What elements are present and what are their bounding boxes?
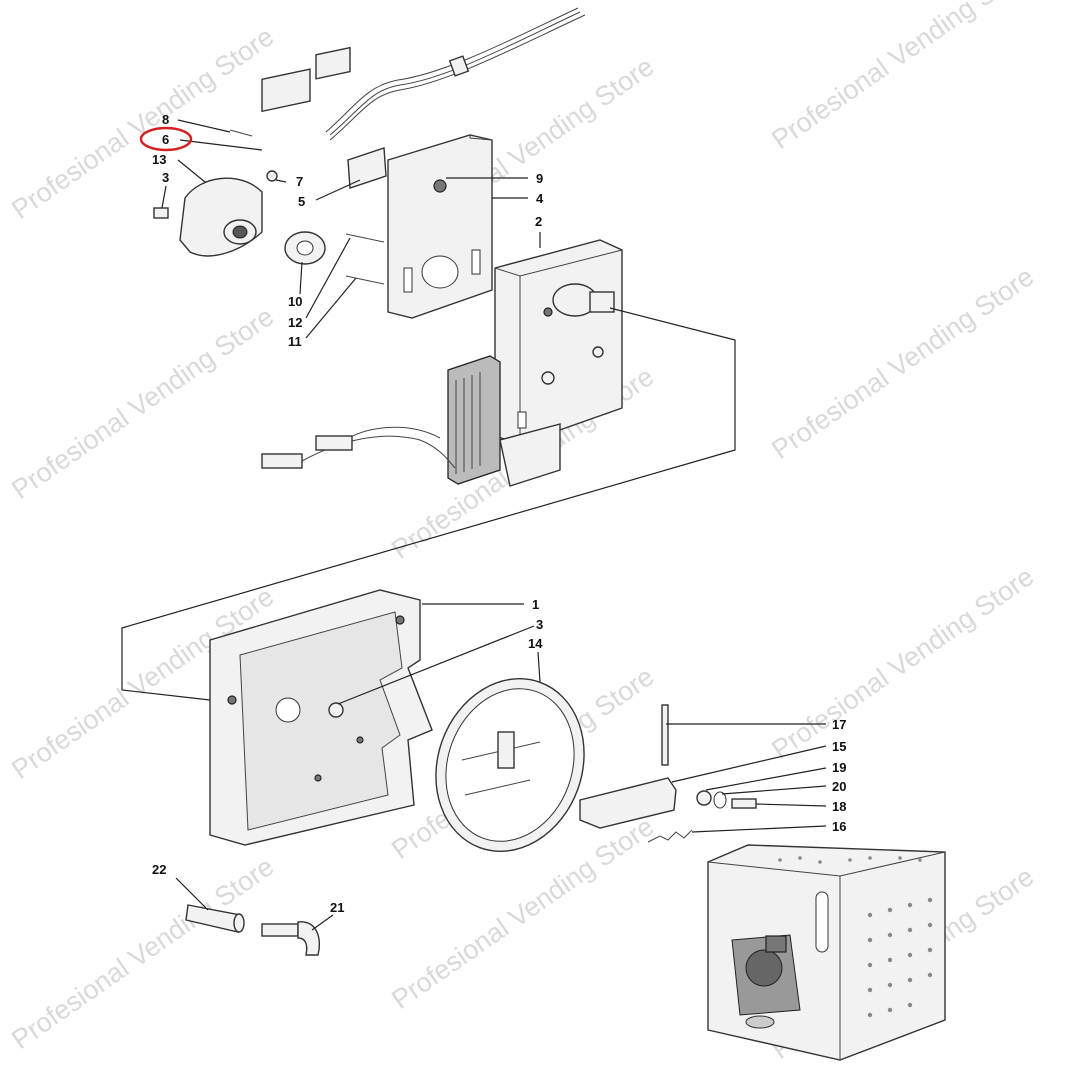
callout-2: 2 [535, 214, 542, 229]
callout-3: 3 [162, 170, 169, 185]
callout-5: 5 [298, 194, 305, 209]
switch-connector [315, 46, 351, 80]
elbow-21 [261, 921, 321, 956]
callout-17: 17 [832, 717, 846, 732]
watermark: Profesional Vending Store [6, 301, 279, 505]
callout-8: 8 [162, 112, 169, 127]
insulator-plate-5 [347, 147, 387, 189]
machine-cabinet [707, 844, 946, 1061]
microswitch [261, 68, 311, 113]
callout-6: 6 [162, 132, 169, 147]
washer-10 [284, 231, 326, 265]
callout-1: 1 [532, 597, 539, 612]
wire-terminal [261, 453, 303, 469]
washer-20 [713, 791, 727, 809]
screw-3-upper [153, 207, 169, 219]
callout-15: 15 [832, 739, 846, 754]
motor-coil [447, 355, 561, 487]
screw-11 [345, 275, 385, 285]
wire-terminal [315, 435, 353, 451]
cable-outline [325, 7, 579, 133]
watermark: Profesional Vending Store [766, 0, 1039, 155]
callout-14: 14 [528, 636, 543, 651]
callout-4: 4 [536, 191, 544, 206]
callout-10: 10 [288, 294, 302, 309]
callout-20: 20 [832, 779, 846, 794]
callout-9: 9 [536, 171, 543, 186]
wheel-14 [435, 678, 585, 852]
spring-16 [647, 829, 693, 843]
cam-13 [179, 177, 263, 257]
screw-8 [229, 129, 253, 137]
callout-21: 21 [330, 900, 344, 915]
cable-sleeve [448, 55, 470, 77]
callout-22: 22 [152, 862, 166, 877]
cable-outline [329, 14, 586, 141]
highlight-circle-callout-6 [139, 126, 193, 152]
callout-18: 18 [832, 799, 846, 814]
bolt-18 [731, 798, 757, 809]
cable [329, 11, 581, 136]
tube-22 [185, 904, 245, 933]
callout-19: 19 [832, 760, 846, 775]
watermark: Profesional Vending Store [6, 851, 279, 1055]
lever-15 [579, 777, 677, 829]
callout-3-lower: 3 [536, 617, 543, 632]
gear-motor-2 [494, 239, 623, 445]
callout-7: 7 [296, 174, 303, 189]
bracket-plate-4 [387, 134, 493, 319]
pin-17 [661, 704, 669, 766]
callout-labels: 8 6 13 3 7 5 9 4 2 10 12 11 1 3 14 17 15… [152, 112, 846, 915]
callout-12: 12 [288, 315, 302, 330]
washer-19 [696, 790, 712, 806]
watermark: Profesional Vending Store [766, 261, 1039, 465]
motor-wires [344, 426, 441, 441]
leader-lines [161, 119, 827, 931]
callout-13: 13 [152, 152, 166, 167]
projection-outline [121, 307, 736, 701]
screw-12 [345, 233, 385, 243]
callout-11: 11 [288, 334, 302, 349]
watermark: Profesional Vending Store [766, 561, 1039, 765]
callout-16: 16 [832, 819, 846, 834]
screw-3-lower [328, 702, 344, 718]
housing-1 [209, 589, 433, 846]
nut-7 [266, 170, 278, 182]
